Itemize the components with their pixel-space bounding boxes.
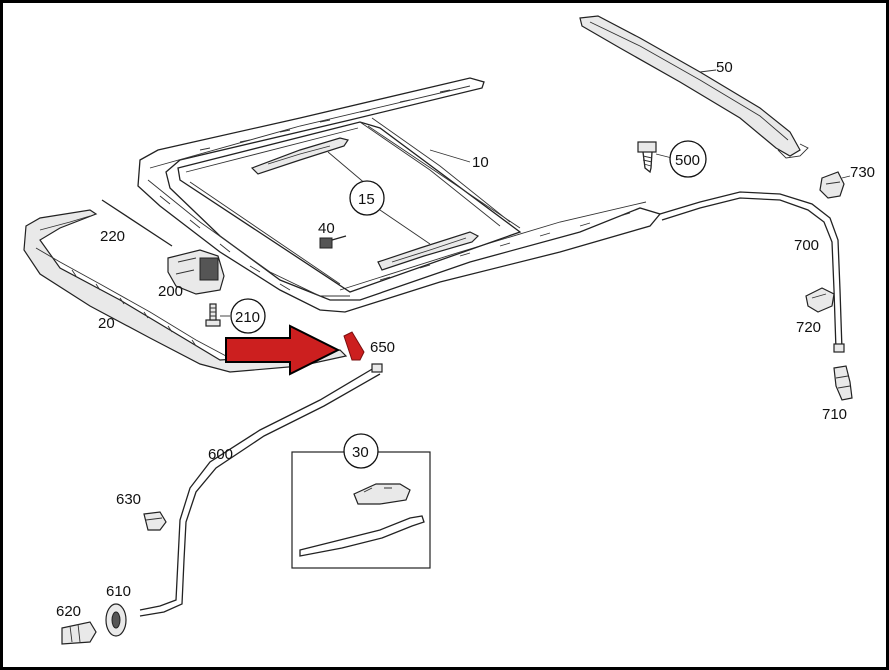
label-700: 700 (794, 237, 819, 254)
clip-630 (143, 511, 167, 531)
label-20: 20 (98, 315, 115, 332)
sunroof-frame-10 (137, 77, 662, 313)
clip-730 (819, 171, 851, 199)
callout-circle-15 (349, 180, 385, 216)
label-220: 220 (100, 228, 125, 245)
label-620: 620 (56, 603, 81, 620)
callout-circle-30 (343, 433, 379, 469)
valve-620 (61, 621, 97, 645)
leader-lines (220, 69, 717, 317)
drain-hose-600 (139, 363, 383, 617)
clip-720 (805, 287, 835, 313)
deflector-arms-15 (250, 137, 480, 271)
bolt-210 (205, 303, 221, 327)
grommet-610 (105, 603, 127, 637)
roof-rail-strip-50 (579, 15, 809, 159)
label-30: 30 (352, 444, 369, 461)
label-10: 10 (472, 154, 489, 171)
motor-200 (167, 249, 225, 295)
cable-220 (101, 199, 173, 247)
callout-circle-500 (669, 140, 707, 178)
label-210: 210 (235, 309, 260, 326)
label-710: 710 (822, 406, 847, 423)
label-500: 500 (675, 152, 700, 169)
label-600: 600 (208, 446, 233, 463)
connector-650-highlighted (343, 331, 365, 361)
red-arrow-icon (225, 324, 341, 376)
label-730: 730 (850, 164, 875, 181)
screw-500 (637, 141, 673, 174)
label-630: 630 (116, 491, 141, 508)
clip-40 (319, 235, 347, 249)
label-50: 50 (716, 59, 733, 76)
label-650: 650 (370, 339, 395, 356)
label-40: 40 (318, 220, 335, 237)
drain-valve-710 (833, 365, 853, 401)
pointer-arrow (225, 324, 341, 376)
callout-circle-210 (230, 298, 266, 334)
drain-hose-700 (659, 191, 845, 353)
label-610: 610 (106, 583, 131, 600)
label-15: 15 (358, 191, 375, 208)
inset-box-30 (291, 451, 431, 569)
label-720: 720 (796, 319, 821, 336)
label-200: 200 (158, 283, 183, 300)
